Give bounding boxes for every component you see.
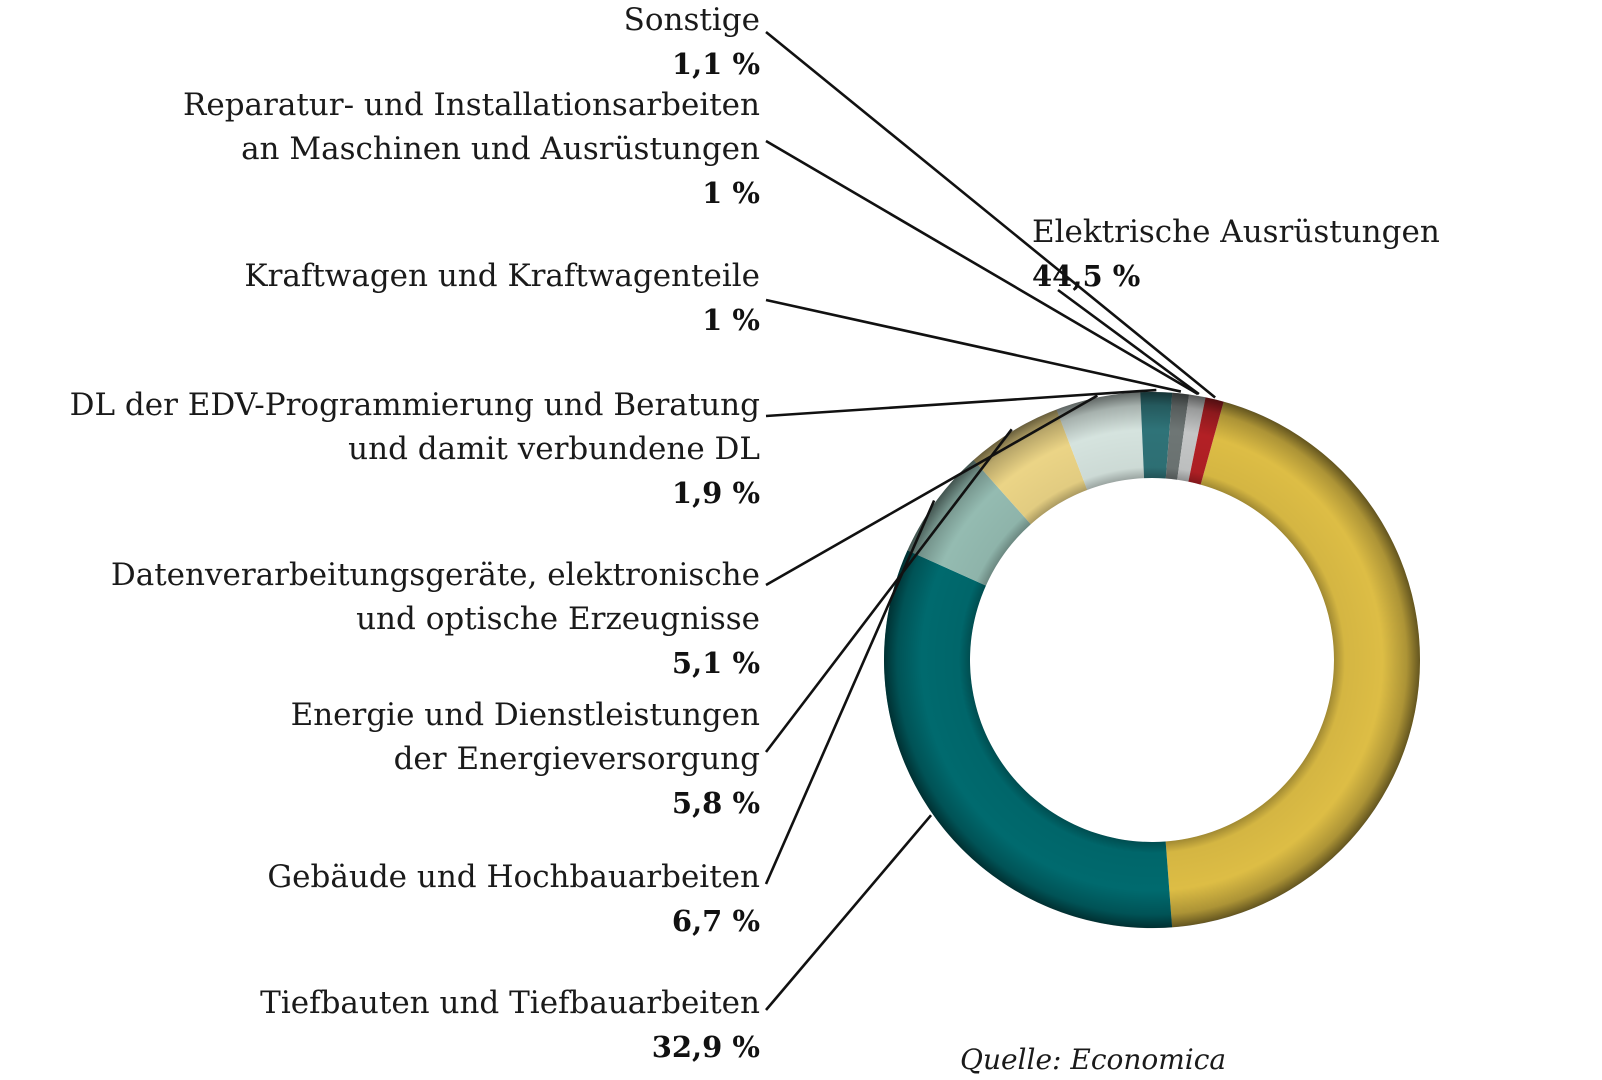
label-energie-und-dienstleistungen: Energie und Dienstleistungen der Energiev… [291, 697, 760, 820]
label-gebaude-und-hochbauarbeiten: Gebäude und Hochbauarbeiten 6,7 % [267, 859, 760, 938]
slice-label-text: Kraftwagen und Kraftwagenteile [244, 258, 760, 294]
slice-label-text: Sonstige [624, 2, 760, 38]
leader-line [764, 428, 1013, 753]
leader-line [764, 500, 936, 885]
label-dl-der-edv-programmierung-und-beratung: DL der EDV-Programmierung und Beratung un… [70, 387, 760, 510]
slice-label-text: DL der EDV-Programmierung und Beratung [70, 387, 760, 423]
ring-shading [884, 391, 1421, 929]
label-kraftwagen-und-kraftwagenteile: Kraftwagen und Kraftwagenteile 1 % [244, 258, 760, 337]
label-elektrische-ausrustungen: Elektrische Ausrüstungen 44,5 % [1032, 214, 1440, 293]
slice-label-text: Elektrische Ausrüstungen [1032, 214, 1440, 250]
label-reparatur-und-installationsarbeiten: Reparatur- und Installationsarbeiten an M… [183, 87, 760, 210]
label-tiefbauten-und-tiefbauarbeiten: Tiefbauten und Tiefbauarbeiten 32,9 % [260, 985, 760, 1064]
donut-slices [883, 391, 1421, 929]
label-datenverarbeitungsgerate-elektronische: Datenverarbeitungsgeräte, elektronische u… [111, 557, 760, 680]
leader-line [765, 814, 933, 1011]
slice-label-text: und optische Erzeugnisse [356, 601, 760, 637]
slice-label-text: Energie und Dienstleistungen [291, 697, 760, 733]
slice-label-text: Gebäude und Hochbauarbeiten [267, 859, 760, 895]
slice-value-text: 1 % [702, 303, 760, 337]
label-sonstige: Sonstige 1,1 % [624, 2, 760, 81]
leader-line [765, 139, 1199, 396]
slice-label-text: an Maschinen und Ausrüstungen [241, 131, 760, 167]
leader-line [765, 388, 1157, 418]
leader-line [765, 394, 1098, 587]
slice-value-text: 1,1 % [672, 47, 760, 81]
slice-label-text: Tiefbauten und Tiefbauarbeiten [260, 985, 760, 1021]
slice-label-text: und damit verbundene DL [348, 431, 760, 467]
slice-value-text: 5,8 % [672, 786, 760, 820]
slice-value-text: 1,9 % [672, 476, 760, 510]
leader-line [1057, 288, 1200, 396]
slice-value-text: 5,1 % [672, 646, 760, 680]
slice-label-text: Reparatur- und Installationsarbeiten [183, 87, 760, 123]
slice-labels: Elektrische Ausrüstungen 44,5 % Tiefbauten… [70, 2, 1440, 1064]
slice-label-text: Datenverarbeitungsgeräte, elektronische [111, 557, 760, 593]
leader-lines [764, 30, 1216, 1011]
source-note: Quelle: Economica [960, 1043, 1226, 1076]
slice-value-text: 6,7 % [672, 904, 760, 938]
slice-value-text: 1 % [702, 176, 760, 210]
slice-value-text: 44,5 % [1032, 259, 1140, 293]
leader-line [765, 298, 1182, 393]
slice-label-text: der Energieversorgung [394, 741, 760, 777]
slice-value-text: 32,9 % [652, 1030, 760, 1064]
leader-line [765, 30, 1216, 399]
